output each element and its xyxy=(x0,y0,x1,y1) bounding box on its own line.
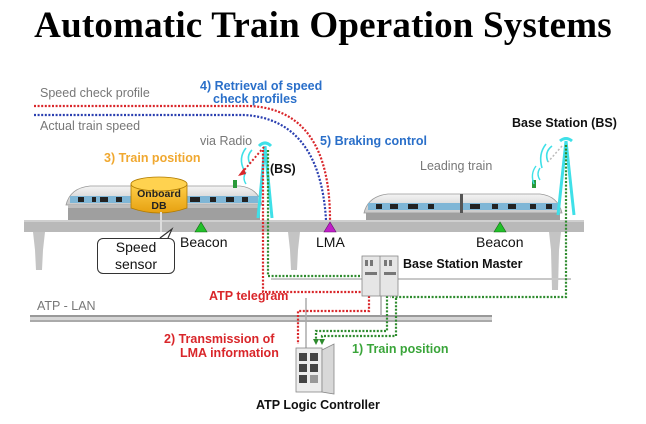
leading-train xyxy=(363,193,563,220)
guideway xyxy=(24,220,584,290)
atp-lan-bus xyxy=(30,315,492,322)
lma-transmission-line xyxy=(296,296,371,344)
step3-label: 3) Train position xyxy=(104,151,201,165)
atp-logic-controller-icon xyxy=(295,343,335,395)
speed-sensor-label-1: Speed xyxy=(115,239,157,255)
bs-short-label: (BS) xyxy=(270,162,296,176)
bs-link-line xyxy=(271,278,571,280)
step4-label-1: 4) Retrieval of speed xyxy=(200,79,323,93)
legend-actual-train-speed: Actual train speed xyxy=(40,119,141,133)
beacon-left-label: Beacon xyxy=(180,234,228,250)
atp-lan-label: ATP - LAN xyxy=(37,299,96,313)
step2-label-1: 2) Transmission of xyxy=(164,332,275,346)
radio-arrow-icon xyxy=(238,168,246,176)
base-station-master-label: Base Station Master xyxy=(403,257,523,271)
base-station-master-icon xyxy=(361,255,399,297)
speed-check-profile-line xyxy=(34,104,332,221)
lma-label: LMA xyxy=(316,234,345,250)
via-radio-label: via Radio xyxy=(200,134,253,148)
beacon-right-label: Beacon xyxy=(476,234,524,250)
step5-label: 5) Braking control xyxy=(320,134,427,148)
atp-logic-controller-label: ATP Logic Controller xyxy=(256,398,380,412)
arrow-icon xyxy=(319,339,325,345)
train-position-line-2 xyxy=(320,298,398,340)
leading-train-label: Leading train xyxy=(420,159,493,173)
speed-sensor-callout: Speed sensor xyxy=(97,238,175,274)
beacon-icon xyxy=(493,221,507,233)
atp-telegram-label: ATP telegram xyxy=(209,289,289,303)
legend-speed-check-profile: Speed check profile xyxy=(40,86,150,100)
pillar xyxy=(33,232,45,270)
base-station-tower-right xyxy=(531,137,576,216)
beacon-icon xyxy=(194,221,208,233)
pillar xyxy=(288,232,300,270)
onboard-db-label-2: DB xyxy=(151,200,167,212)
lma-marker-icon xyxy=(323,221,337,233)
diagram-title: Automatic Train Operation Systems xyxy=(34,5,612,46)
onboard-db-label-1: Onboard xyxy=(137,188,181,200)
speed-sensor-label-2: sensor xyxy=(114,256,158,272)
onboard-antenna-icon xyxy=(233,180,237,188)
onboard-db-icon xyxy=(130,176,188,214)
base-station-label: Base Station (BS) xyxy=(512,116,617,130)
pillar xyxy=(549,232,561,290)
arrow-icon xyxy=(313,339,319,345)
green-bs-right-line xyxy=(390,145,568,299)
step4-label-2: check profiles xyxy=(213,92,298,106)
step1-label: 1) Train position xyxy=(352,342,449,356)
step2-label-2: LMA information xyxy=(180,346,279,360)
green-bs-left-line xyxy=(266,150,362,278)
speed-sensor-pointer xyxy=(159,227,174,239)
base-station-tower-left xyxy=(240,141,274,219)
